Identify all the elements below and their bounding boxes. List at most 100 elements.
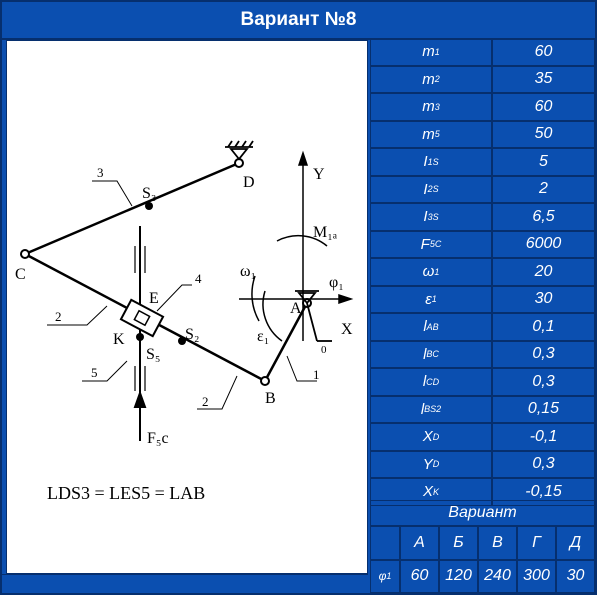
variant-row-symbol: φ	[378, 569, 387, 584]
param-value: 5	[492, 148, 595, 176]
link-3	[24, 161, 240, 256]
param-value: 0,3	[492, 450, 595, 478]
label-phi1: φ₁	[329, 274, 344, 291]
label-link-3: 3	[97, 165, 104, 180]
param-symbol: m	[422, 98, 435, 116]
param-subscript: 1S	[427, 156, 439, 167]
param-subscript: 3	[434, 101, 440, 112]
label-s3: S₃	[142, 185, 156, 202]
param-value: 0,3	[492, 340, 595, 368]
param-value: 60	[492, 38, 595, 66]
param-subscript: 1	[434, 46, 440, 57]
param-symbol: m	[422, 43, 435, 61]
label-x-axis: X	[341, 321, 353, 338]
joint-c	[20, 249, 30, 259]
label-y-axis: Y	[313, 166, 325, 183]
param-value: 50	[492, 120, 595, 148]
center-s3	[145, 202, 153, 210]
param-subscript: D	[432, 431, 440, 442]
param-subscript: 5C	[429, 239, 442, 250]
param-symbol: Y	[422, 455, 433, 473]
param-subscript: 1	[434, 266, 440, 277]
label-link-5: 5	[91, 365, 98, 380]
param-value: -0,15	[492, 478, 595, 506]
param-symbol: ω	[422, 263, 435, 281]
param-symbol: X	[422, 483, 433, 501]
variant-value: 240	[478, 559, 517, 593]
link-1	[263, 302, 309, 382]
label-s2: S₂	[185, 326, 199, 343]
param-symbol: ε	[425, 290, 432, 308]
param-subscript: CD	[426, 376, 440, 387]
moment-arc	[276, 234, 328, 247]
variant-column-header: А	[400, 526, 439, 560]
param-symbol: l	[423, 345, 427, 363]
param-subscript: 2S	[427, 184, 439, 195]
joint-b	[260, 376, 270, 386]
param-value: 0,15	[492, 395, 595, 423]
param-subscript: K	[433, 486, 440, 497]
param-symbol: l	[423, 318, 427, 336]
center-s5	[136, 333, 144, 341]
variant-value: 30	[556, 559, 595, 593]
param-value: 20	[492, 258, 595, 286]
param-symbol: I	[423, 153, 428, 171]
param-symbol: l	[420, 400, 425, 418]
param-subscript: BC	[426, 349, 439, 360]
label-s5: S₅	[146, 346, 160, 363]
label-omega1: ω₁	[240, 263, 256, 280]
label-link-2a: 2	[55, 309, 62, 324]
label-link-2b: 2	[202, 394, 209, 409]
mechanism-diagram: D C B A E K S₃ S₂ S₅ Y X 0 M₁ₐ ω₁ φ₁ ε₁ …	[6, 40, 368, 574]
param-value: 6000	[492, 230, 595, 258]
footer-bar	[2, 574, 368, 594]
param-value: 2	[492, 175, 595, 203]
param-value: 0,1	[492, 313, 595, 341]
center-s2	[178, 337, 186, 345]
param-subscript: BS2	[424, 404, 442, 415]
label-zero: 0	[321, 344, 327, 356]
label-m1a: M₁ₐ	[313, 224, 338, 241]
param-value: -0,1	[492, 423, 595, 451]
param-symbol: I	[423, 208, 428, 226]
label-link-4: 4	[195, 271, 202, 286]
label-a: A	[290, 300, 302, 317]
param-symbol: X	[422, 428, 433, 446]
formula: LDS3 = LES5 = LAB	[47, 483, 205, 503]
param-value: 35	[492, 65, 595, 93]
variant-column-header: Г	[517, 526, 556, 560]
variant-row-subscript: 1	[386, 571, 392, 582]
param-symbol: I	[423, 180, 428, 198]
param-symbol: m	[422, 70, 435, 88]
variant-column-header: В	[478, 526, 517, 560]
